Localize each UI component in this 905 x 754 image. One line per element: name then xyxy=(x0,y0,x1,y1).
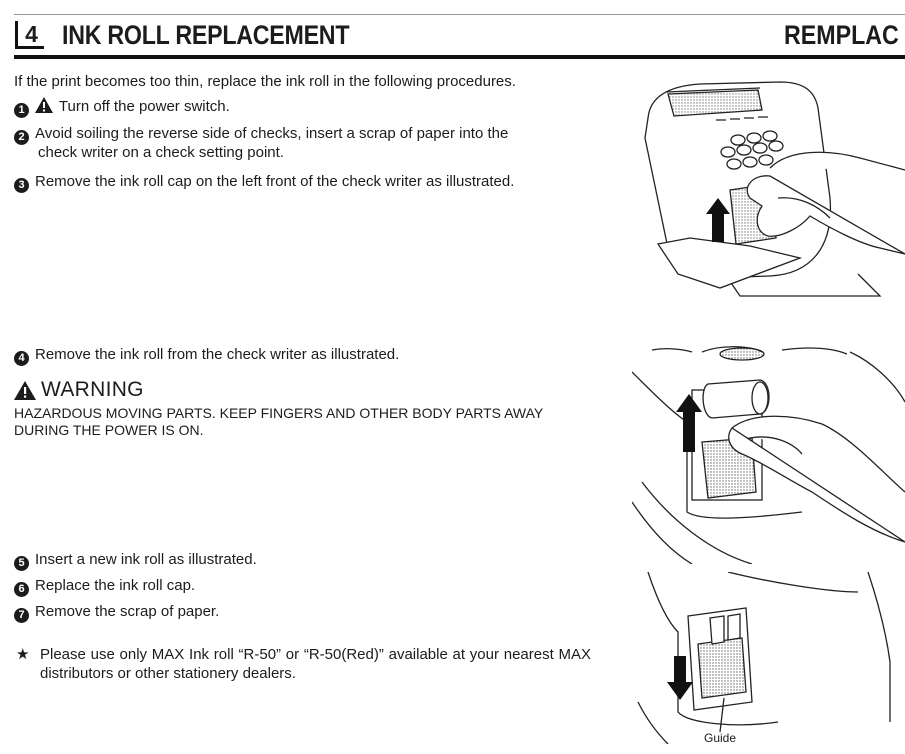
step-number-badge: 7 xyxy=(14,608,29,623)
arrow-up-icon xyxy=(706,198,730,242)
figure-insert-ink-roll xyxy=(637,572,891,744)
step-2-continued: check writer on a check setting point. xyxy=(38,144,284,161)
warning-line: DURING THE POWER IS ON. xyxy=(14,422,204,438)
note-item: ★ Please use only MAX Ink roll “R-50” or… xyxy=(16,645,591,683)
step-number-badge: 4 xyxy=(14,351,29,366)
page-title: INK ROLL REPLACEMENT xyxy=(62,20,350,50)
step-number-badge: 1 xyxy=(14,103,29,118)
step-text: Insert a new ink roll as illustrated. xyxy=(35,551,257,568)
arrow-up-icon xyxy=(676,394,702,452)
intro-text: If the print becomes too thin, replace t… xyxy=(14,73,516,90)
warning-heading: WARNING xyxy=(14,378,144,402)
guide-label: Guide xyxy=(704,731,737,745)
step-text: Turn off the power switch. xyxy=(58,98,230,115)
step-text: Remove the ink roll from the check write… xyxy=(35,346,400,363)
step-number-badge: 3 xyxy=(14,178,29,193)
step-4: 4 Remove the ink roll from the check writ… xyxy=(14,346,399,366)
warning-text: HAZARDOUS MOVING PARTS. KEEP FINGERS AND… xyxy=(14,405,614,439)
warning-triangle-icon xyxy=(14,380,36,400)
warning-title: WARNING xyxy=(41,378,144,401)
arrow-down-icon xyxy=(667,656,693,700)
note-text: Please use only MAX Ink roll “R-50” or “… xyxy=(40,646,591,682)
step-6: 6 Replace the ink roll cap. xyxy=(14,577,195,597)
step-2: 2 Avoid soiling the reverse side of check… xyxy=(14,125,508,145)
warning-triangle-icon xyxy=(35,97,53,113)
figure-remove-ink-roll xyxy=(632,346,905,564)
page-title-french-truncated: REMPLAC xyxy=(784,20,899,50)
warning-line: HAZARDOUS MOVING PARTS. KEEP FINGERS AND… xyxy=(14,405,544,421)
star-icon: ★ xyxy=(16,646,30,663)
step-7: 7 Remove the scrap of paper. xyxy=(14,603,219,623)
step-5: 5 Insert a new ink roll as illustrated. xyxy=(14,551,257,571)
section-number: 4 xyxy=(15,21,44,49)
step-text: Remove the scrap of paper. xyxy=(35,603,220,620)
top-rule xyxy=(14,14,905,15)
step-number-badge: 6 xyxy=(14,582,29,597)
step-1: 1 Turn off the power switch. xyxy=(14,97,230,118)
step-text: Avoid soiling the reverse side of checks… xyxy=(35,125,509,142)
header-rule xyxy=(14,55,905,59)
step-text: Replace the ink roll cap. xyxy=(35,577,196,594)
step-3: 3 Remove the ink roll cap on the left fro… xyxy=(14,173,514,193)
step-number-badge: 2 xyxy=(14,130,29,145)
figure-remove-cap xyxy=(644,81,905,297)
step-text: Remove the ink roll cap on the left fron… xyxy=(35,173,515,190)
step-number-badge: 5 xyxy=(14,556,29,571)
